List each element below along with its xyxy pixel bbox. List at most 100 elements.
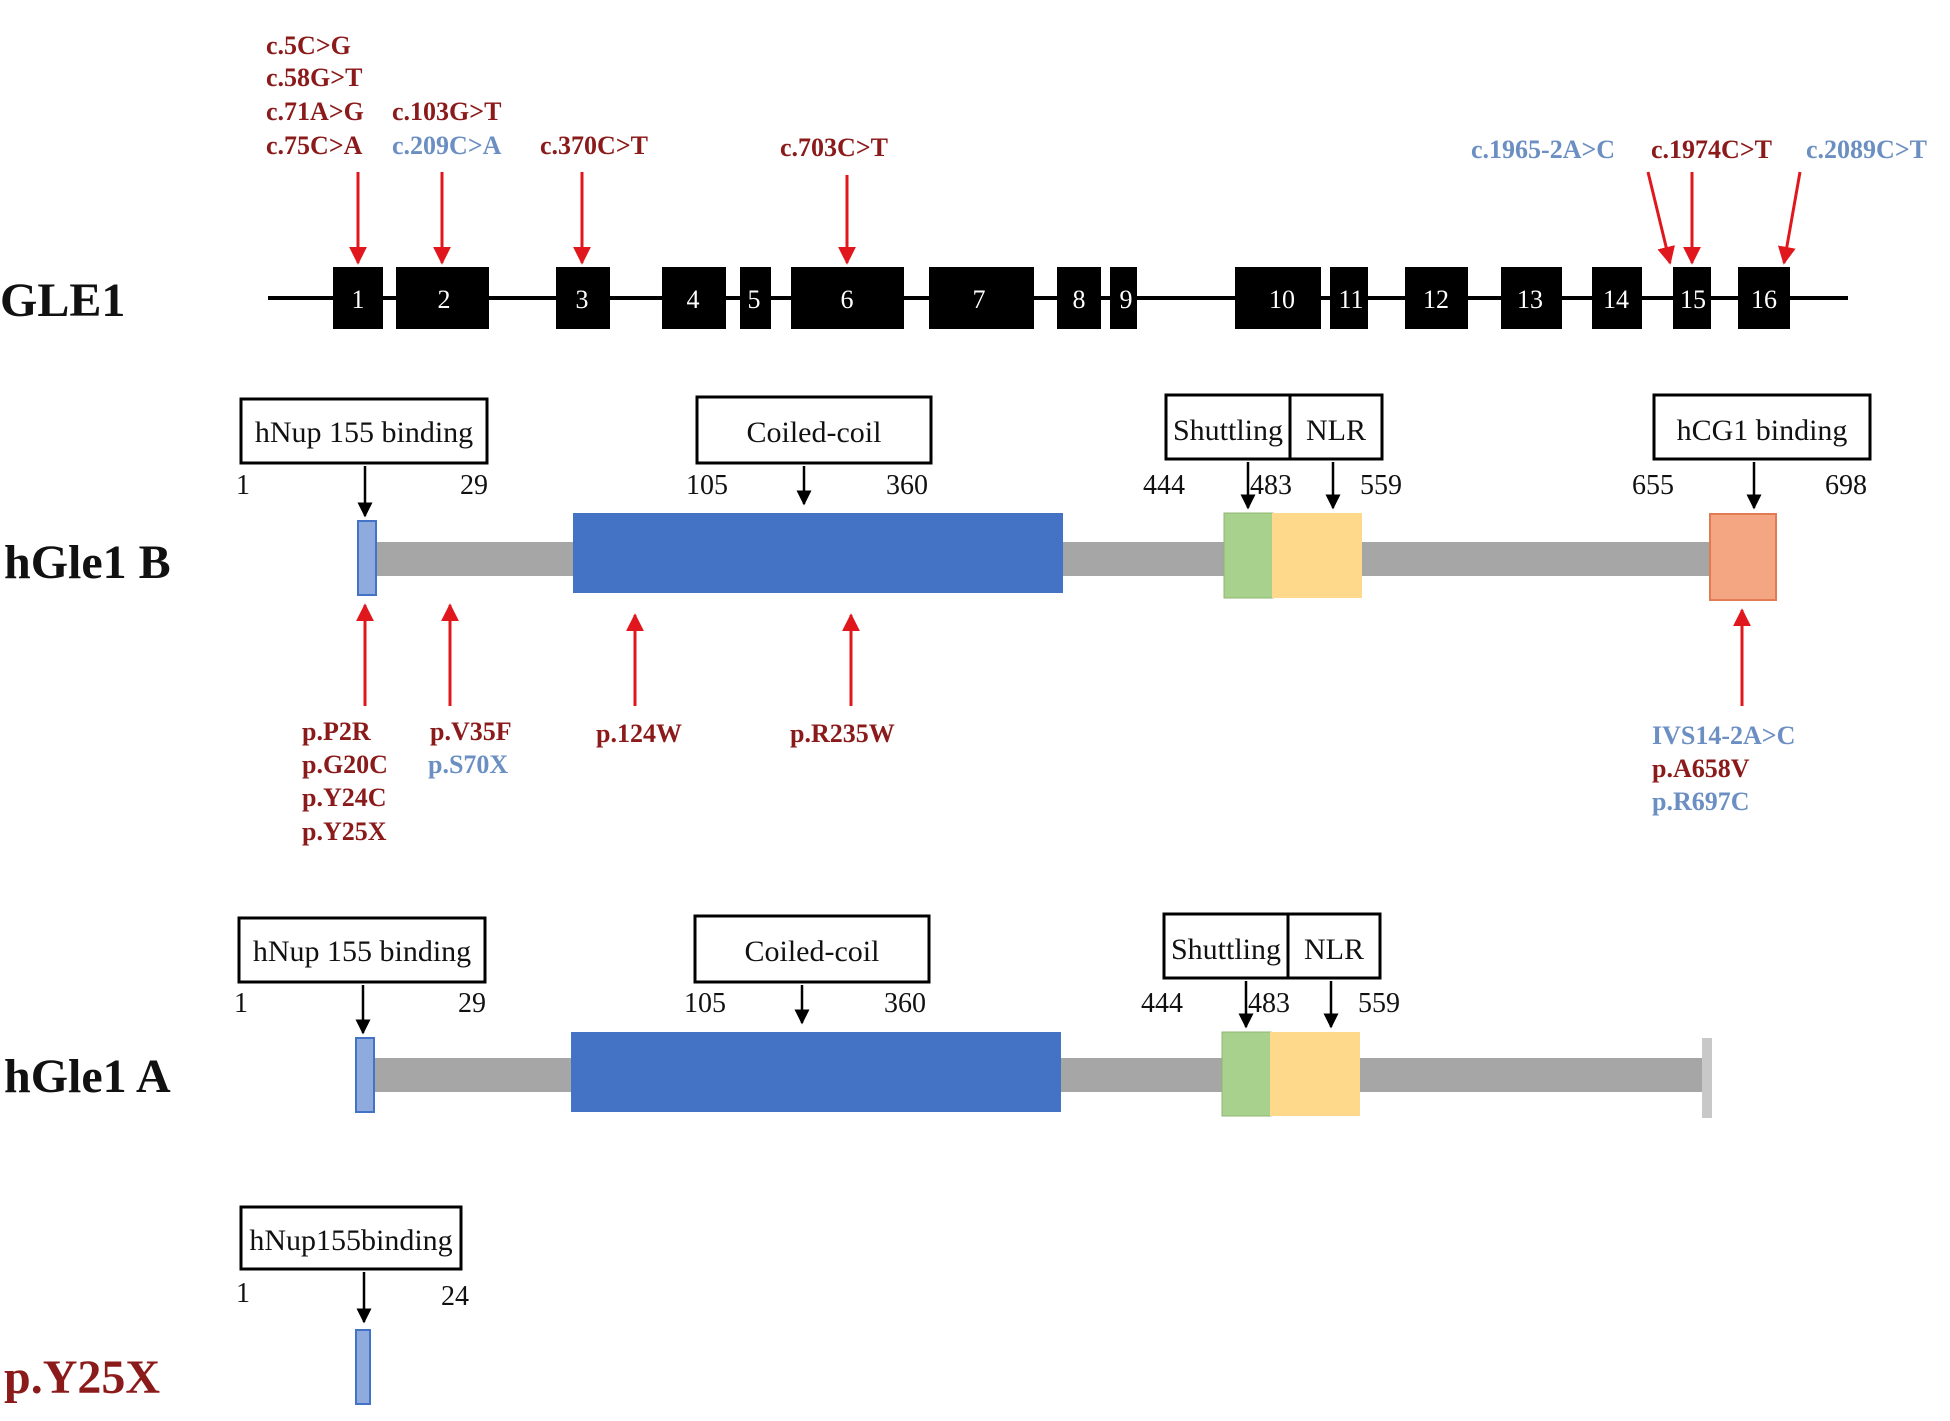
nup155-domain: [357, 520, 377, 596]
gene-mutation-label: c.209C>A: [392, 131, 502, 160]
protein-mutation-label: p.V35F: [430, 717, 512, 746]
domain-label-boxes: hNup 155 binding Coiled-coil Shuttling N…: [237, 912, 1382, 984]
exon-5: 5: [740, 267, 771, 329]
protein-mutation-label: p.124W: [596, 719, 682, 748]
gene-arrow: [1777, 171, 1802, 265]
gene-mutation-label: c.703C>T: [780, 133, 888, 162]
exon-16-label: 16: [1751, 285, 1777, 314]
position-label: 483: [1248, 988, 1290, 1019]
exon-11-label: 11: [1338, 285, 1363, 314]
protein-mutation-label: p.R235W: [790, 719, 895, 748]
exon-12-label: 12: [1423, 285, 1449, 314]
position-label: 444: [1143, 470, 1185, 501]
domain-label: hNup 155 binding: [255, 416, 473, 449]
position-label: 105: [684, 988, 726, 1019]
protein-mutation-label: IVS14-2A>C: [1652, 721, 1795, 750]
position-label: 360: [884, 988, 926, 1019]
position-label: 105: [686, 470, 728, 501]
protein-label: hGle1 A: [4, 1050, 171, 1103]
label-box: [237, 916, 487, 984]
exon-14: 14: [1592, 267, 1642, 329]
position-label: 1: [236, 1278, 250, 1309]
position-label: 24: [441, 1281, 469, 1312]
protein-mutation-label: p.R697C: [1652, 787, 1750, 816]
gene-mutation-label: c.1965-2A>C: [1471, 135, 1615, 164]
protein-mutation-label: p.A658V: [1652, 754, 1750, 783]
protein-mutation-label: p.G20C: [302, 750, 388, 779]
protein-mutation-label: p.Y24C: [302, 783, 387, 812]
exon-16: 16: [1738, 267, 1790, 329]
domain-pointer-arrows: [355, 981, 1339, 1035]
exon-6-label: 6: [841, 285, 854, 314]
exon-10: 10: [1235, 267, 1321, 329]
nup155-domain: [355, 1037, 375, 1113]
protein-mutation-labels: p.P2R p.G20C p.Y24C p.Y25X p.V35F p.S70X…: [302, 717, 1795, 846]
label-box: [1162, 912, 1290, 980]
domain-label-boxes: hNup 155 binding Coiled-coil Shuttling N…: [239, 393, 1872, 465]
gene-mutation-label: c.370C>T: [540, 131, 648, 160]
gene-mutation-label: c.58G>T: [266, 63, 362, 92]
position-label: 360: [886, 470, 928, 501]
domain-label: Coiled-coil: [747, 416, 882, 449]
protein-mutation-arrows: [356, 603, 1751, 706]
exon-9: 9: [1110, 267, 1137, 329]
exon-4-label: 4: [687, 285, 700, 314]
exon-13-label: 13: [1517, 285, 1543, 314]
exon-3-label: 3: [576, 285, 589, 314]
domain-label: NLR: [1304, 933, 1364, 966]
exon-1-label: 1: [352, 285, 365, 314]
exon-14-label: 14: [1603, 285, 1629, 314]
protein-py25x: p.Y25X hNup155binding 1 24: [4, 1205, 469, 1405]
exon-9-label: 9: [1120, 285, 1133, 314]
position-label: 698: [1825, 470, 1867, 501]
protein-mutation-label: p.Y25X: [302, 817, 387, 846]
exon-12: 12: [1405, 267, 1468, 329]
hcg1-domain: [1709, 513, 1777, 601]
domain-pointer-arrows: [357, 462, 1762, 518]
label-box: [1164, 393, 1292, 461]
residue-positions: 1 29 105 360 444 483 559: [234, 988, 1400, 1019]
gene-mutation-label: c.71A>G: [266, 97, 364, 126]
protein-hgle1b: hGle1 B hNup 155 binding Coiled-coil Shu…: [4, 393, 1872, 846]
domain-label: hCG1 binding: [1677, 414, 1848, 447]
position-label: 655: [1632, 470, 1674, 501]
exon-2-label: 2: [438, 285, 451, 314]
exon-4: 4: [662, 267, 726, 329]
gene-arrow: [1646, 171, 1675, 265]
exon-8-label: 8: [1073, 285, 1086, 314]
coiled-coil-domain: [571, 1032, 1061, 1112]
shuttling-domain: [1223, 512, 1274, 599]
gene-section: GLE1 1 2 3 4 5 6 7 8 9 10 11 12 13 14 15…: [0, 31, 1927, 329]
exon-2: 2: [396, 267, 489, 329]
gene-mutation-arrows: [349, 171, 1802, 265]
exon-1: 1: [333, 267, 383, 329]
exon-7: 7: [929, 267, 1034, 329]
exon-8: 8: [1057, 267, 1101, 329]
label-box: [1286, 912, 1382, 980]
position-label: 559: [1360, 470, 1402, 501]
domain-label: NLR: [1306, 414, 1366, 447]
exon-10-label: 10: [1269, 285, 1295, 314]
position-label: 444: [1141, 988, 1183, 1019]
exon-13: 13: [1501, 267, 1562, 329]
protein-label: p.Y25X: [4, 1351, 160, 1404]
domain-label: hNup155binding: [249, 1224, 452, 1257]
coiled-coil-domain: [573, 513, 1063, 593]
label-box: [1652, 393, 1872, 461]
position-label: 483: [1250, 470, 1292, 501]
position-label: 1: [236, 470, 250, 501]
exon-6: 6: [791, 267, 904, 329]
position-label: 29: [458, 988, 486, 1019]
position-label: 29: [460, 470, 488, 501]
gene-mutation-label: c.5C>G: [266, 31, 351, 60]
domain-label: Coiled-coil: [745, 935, 880, 968]
backbone-end: [1702, 1038, 1712, 1118]
nlr-domain: [1272, 513, 1362, 598]
nlr-domain: [1270, 1032, 1360, 1116]
label-box: [239, 397, 489, 465]
nup155-domain: [355, 1329, 371, 1405]
gene-mutation-label: c.103G>T: [392, 97, 501, 126]
exon-11: 11: [1330, 267, 1368, 329]
shuttling-domain: [1221, 1031, 1272, 1117]
